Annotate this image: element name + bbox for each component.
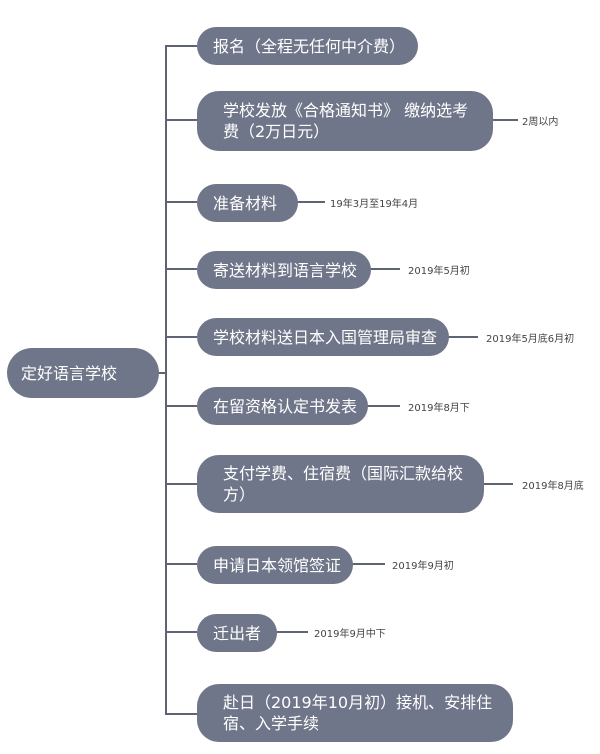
- step-label: 寄送材料到语言学校: [213, 260, 358, 280]
- note-connector: [483, 483, 513, 485]
- step-label: 支付学费、住宿费（国际汇款给校方）: [223, 464, 464, 504]
- step-note: 2019年5月初: [408, 266, 470, 277]
- step-label: 申请日本领馆签证: [213, 555, 342, 575]
- step-node-move-out: 迁出者: [197, 614, 277, 652]
- note-connector: [297, 201, 325, 203]
- note-connector: [367, 405, 400, 407]
- branch-line: [165, 631, 197, 633]
- step-node-immigration-review: 学校材料送日本入国管理局审查: [197, 318, 449, 356]
- trunk-line: [165, 45, 167, 715]
- root-connector: [158, 372, 166, 374]
- branch-line: [165, 405, 197, 407]
- step-node-visa: 申请日本领馆签证: [197, 546, 353, 584]
- step-node-admission-letter: 学校发放《合格通知书》 缴纳选考费（2万日元）: [197, 91, 493, 151]
- root-node: 定好语言学校: [7, 348, 159, 398]
- branch-line: [165, 201, 197, 203]
- branch-line: [165, 336, 197, 338]
- step-label: 报名（全程无任何中介费）: [213, 36, 406, 56]
- step-note: 2019年9月初: [392, 561, 454, 572]
- step-label: 学校材料送日本入国管理局审查: [213, 327, 438, 347]
- step-label: 学校发放《合格通知书》 缴纳选考费（2万日元）: [223, 101, 469, 141]
- step-note: 2019年8月下: [408, 403, 470, 414]
- branch-line: [165, 268, 197, 270]
- note-connector: [370, 268, 400, 270]
- step-note: 2019年8月底: [522, 481, 584, 492]
- step-node-arrive-japan: 赴日（2019年10月初）接机、安排住宿、入学手续: [197, 684, 513, 742]
- note-connector: [352, 563, 385, 565]
- root-label: 定好语言学校: [21, 363, 118, 383]
- step-node-send-documents: 寄送材料到语言学校: [197, 251, 371, 289]
- step-label: 赴日（2019年10月初）接机、安排住宿、入学手续: [223, 693, 493, 733]
- step-node-pay-fees: 支付学费、住宿费（国际汇款给校方）: [197, 455, 484, 513]
- step-node-register: 报名（全程无任何中介费）: [197, 27, 418, 65]
- step-note: 2019年5月底6月初: [486, 334, 575, 345]
- step-node-prepare-documents: 准备材料: [197, 184, 298, 222]
- step-label: 准备材料: [213, 193, 278, 213]
- branch-line: [165, 563, 197, 565]
- branch-line: [165, 119, 197, 121]
- step-note: 2周以内: [522, 117, 559, 128]
- note-connector: [448, 336, 478, 338]
- branch-line: [165, 483, 197, 485]
- step-label: 迁出者: [213, 623, 262, 643]
- note-connector: [492, 119, 518, 121]
- note-connector: [276, 631, 308, 633]
- branch-line: [165, 45, 197, 47]
- step-note: 2019年9月中下: [314, 629, 386, 640]
- step-label: 在留资格认定书发表: [213, 396, 358, 416]
- step-node-coe-issued: 在留资格认定书发表: [197, 387, 368, 425]
- branch-line: [165, 713, 197, 715]
- step-note: 19年3月至19年4月: [330, 199, 419, 210]
